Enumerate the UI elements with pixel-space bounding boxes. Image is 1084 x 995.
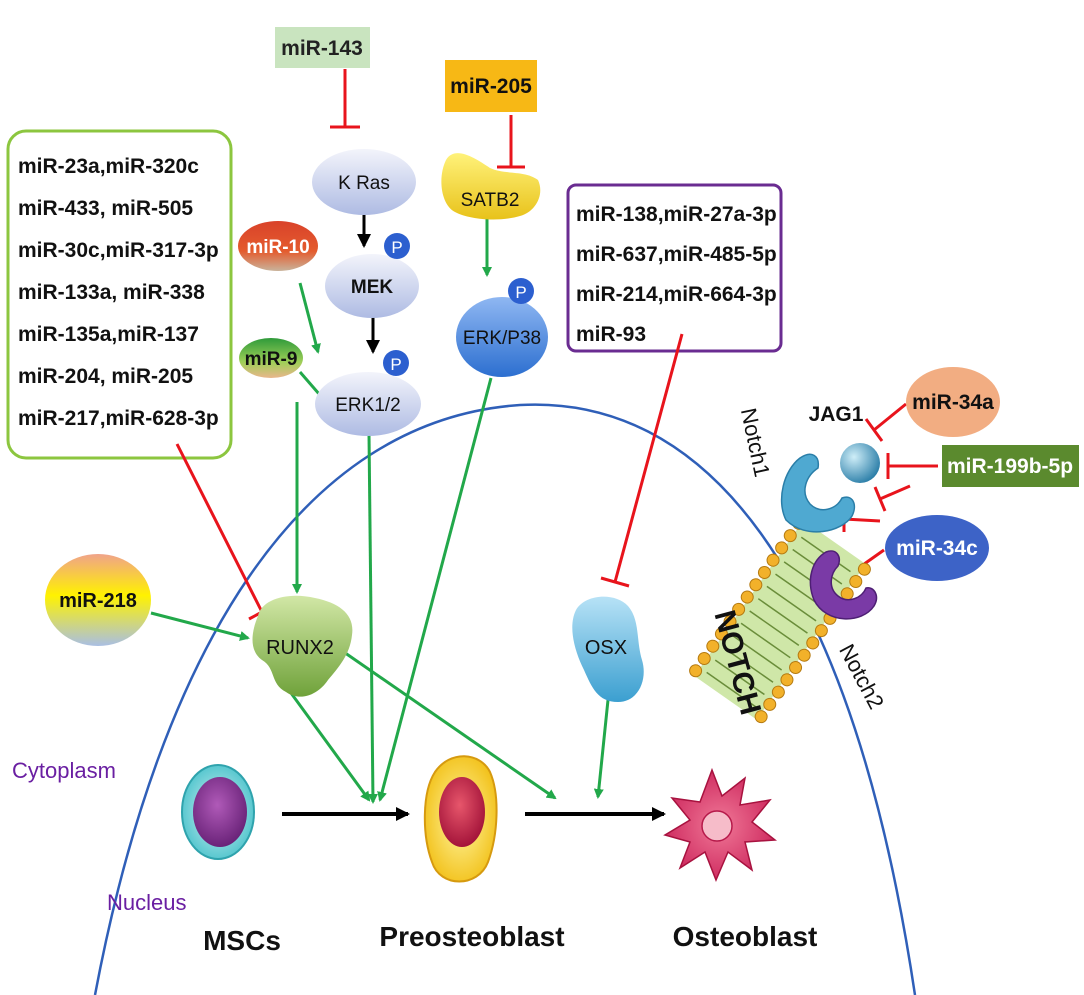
- mirna-list-item: miR-637,miR-485-5p: [576, 243, 777, 266]
- mek-label: MEK: [351, 277, 394, 298]
- preosteoblast-cell: [423, 755, 498, 883]
- erk12-label: ERK1/2: [335, 395, 400, 416]
- mir-9-label: miR-9: [245, 349, 298, 370]
- mir-218-label: miR-218: [59, 590, 137, 612]
- notch2-label: Notch2: [834, 640, 889, 713]
- mirna-list-item: miR-23a,miR-320c: [18, 155, 199, 178]
- phospho-icon: [508, 278, 534, 304]
- phospho-label: P: [391, 238, 402, 257]
- mir-9-node: miR-9: [239, 338, 303, 378]
- mir-199b-node: miR-199b-5p: [942, 445, 1079, 487]
- satb2-label: SATB2: [461, 190, 520, 211]
- mir-143-label: miR-143: [281, 37, 363, 60]
- phospho-icon: [383, 350, 409, 376]
- notch-membrane: NOTCH: [689, 516, 871, 724]
- satb2-node: SATB2: [441, 153, 541, 220]
- mek-node: MEK P: [325, 233, 419, 318]
- mirna-list-item: miR-93: [576, 323, 646, 346]
- kras-node: K Ras: [312, 149, 416, 215]
- mir-34c-label: miR-34c: [896, 537, 978, 560]
- notch1-label: Notch1: [736, 406, 775, 479]
- msc-cell: [181, 764, 255, 860]
- cytoplasm-label: Cytoplasm: [12, 758, 116, 783]
- osteoblast-label: Osteoblast: [673, 921, 818, 952]
- runx2-node: RUNX2: [252, 595, 353, 697]
- activation-edges: [150, 218, 610, 804]
- mirna-list-item: miR-135a,miR-137: [18, 323, 199, 346]
- phospho-label: P: [390, 355, 401, 374]
- phospho-icon: [384, 233, 410, 259]
- mir-10-label: miR-10: [246, 237, 309, 258]
- mscs-label: MSCs: [203, 925, 281, 956]
- osx-label: OSX: [585, 637, 627, 659]
- preosteoblast-label: Preosteoblast: [379, 921, 564, 952]
- mir-143-node: miR-143: [275, 27, 370, 68]
- mirna-list-item: miR-138,miR-27a-3p: [576, 203, 777, 226]
- mirna-list-item: miR-204, miR-205: [18, 365, 193, 388]
- kinase-cascade-arrows: [357, 212, 380, 354]
- jag1-node: JAG1: [809, 403, 880, 483]
- erkp38-node: ERK/P38 P: [456, 278, 548, 377]
- mir-199b-label: miR-199b-5p: [947, 455, 1073, 478]
- nucleus-label: Nucleus: [107, 890, 186, 915]
- kras-label: K Ras: [338, 173, 390, 194]
- osteoblast-cell: [663, 767, 778, 882]
- nucleus-membrane: [93, 403, 917, 995]
- mir-205-node: miR-205: [445, 60, 537, 112]
- mirna-list-item: miR-217,miR-628-3p: [18, 407, 219, 430]
- mir-34a-node: miR-34a: [906, 367, 1000, 437]
- mir-218-node: miR-218: [45, 554, 151, 646]
- mir-34c-node: miR-34c: [885, 515, 989, 581]
- jag1-label: JAG1: [809, 403, 864, 426]
- mirna-box-green: miR-23a,miR-320c miR-433, miR-505 miR-30…: [6, 129, 233, 460]
- mirna-list-item: miR-30c,miR-317-3p: [18, 239, 219, 262]
- osx-node: OSX: [572, 596, 644, 702]
- mir-34a-label: miR-34a: [912, 391, 994, 414]
- mirna-list-item: miR-214,miR-664-3p: [576, 283, 777, 306]
- mirna-list-item: miR-133a, miR-338: [18, 281, 205, 304]
- mirna-box-purple: miR-138,miR-27a-3p miR-637,miR-485-5p mi…: [566, 183, 783, 353]
- erk12-node: ERK1/2 P: [315, 350, 421, 436]
- runx2-label: RUNX2: [266, 637, 334, 659]
- mir-10-node: miR-10: [238, 221, 318, 271]
- phospho-label: P: [515, 283, 526, 302]
- erkp38-label: ERK/P38: [463, 328, 541, 349]
- mirna-list-item: miR-433, miR-505: [18, 197, 193, 220]
- mir-205-label: miR-205: [450, 75, 532, 98]
